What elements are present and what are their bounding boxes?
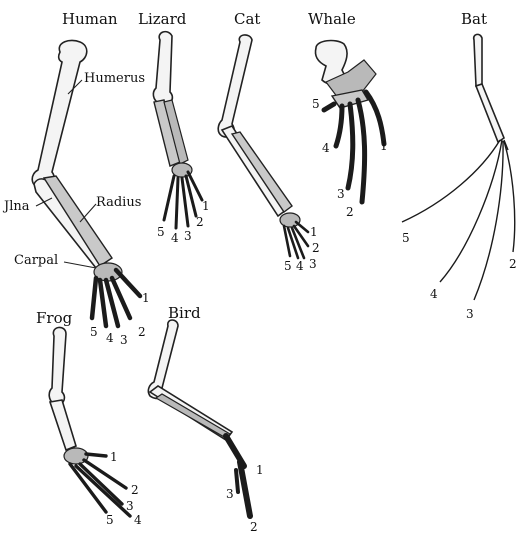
whale-digit-1: 1 — [380, 139, 388, 153]
lizard-digit-1: 1 — [202, 199, 210, 213]
human-humerus — [32, 40, 87, 188]
radius-leader — [80, 204, 96, 222]
lizard-humerus — [153, 32, 172, 105]
bat-digit-4: 4 — [430, 287, 438, 301]
whale-digits — [324, 92, 384, 202]
bird-digit-2: 2 — [250, 520, 258, 534]
label-radius: Radius — [96, 195, 141, 210]
label-carpal: Carpal — [14, 253, 58, 268]
frog-digit-2: 2 — [131, 483, 139, 497]
cat-digits — [284, 222, 308, 258]
title-lizard: Lizard — [138, 10, 187, 28]
bat-humerus — [474, 34, 482, 86]
cat-digit-2: 2 — [312, 241, 320, 255]
cat-digit-3: 3 — [309, 257, 317, 271]
cat-ulna — [222, 126, 286, 216]
frog-humerus — [49, 327, 66, 404]
whale-digit-5: 5 — [312, 97, 320, 111]
title-frog: Frog — [36, 309, 73, 327]
human-digit-4: 4 — [106, 331, 114, 345]
cat-digit-4: 4 — [296, 259, 304, 273]
human-digit-2: 2 — [138, 325, 146, 339]
frog-digit-3: 3 — [126, 499, 134, 513]
bat-wing-digits — [402, 140, 515, 300]
human-digit-3: 3 — [120, 333, 128, 347]
label-ulna: Jlna — [2, 199, 30, 214]
lizard-digit-5: 5 — [157, 225, 165, 239]
bat-digit-3: 3 — [466, 307, 474, 321]
cat-digit-1: 1 — [310, 225, 318, 239]
lizard-digit-4: 4 — [171, 231, 179, 245]
bird-humerus — [148, 320, 178, 398]
title-bird: Bird — [168, 304, 201, 322]
bird-digits — [226, 436, 250, 516]
frog-forelimb — [49, 327, 130, 516]
title-cat: Cat — [234, 10, 260, 28]
cat-humerus — [218, 35, 252, 137]
cat-forelimb — [218, 35, 308, 258]
bat-forelimb — [402, 34, 515, 300]
title-bat: Bat — [461, 10, 487, 28]
lizard-forelimb — [153, 32, 202, 228]
whale-digit-2: 2 — [346, 205, 354, 219]
bird-digit-3: 3 — [226, 487, 234, 501]
cat-radius — [232, 132, 292, 212]
cat-carpals — [280, 213, 300, 227]
bat-radius — [476, 84, 504, 142]
frog-radio-ulna — [50, 400, 76, 450]
title-whale: Whale — [308, 10, 356, 28]
frog-digit-5: 5 — [106, 513, 114, 527]
bird-radius — [156, 394, 230, 438]
frog-digit-4: 4 — [134, 513, 142, 527]
title-human: Human — [62, 10, 118, 28]
human-digit-5: 5 — [90, 325, 98, 339]
lizard-digit-2: 2 — [196, 215, 204, 229]
bat-digit-2: 2 — [509, 257, 517, 271]
bird-digit-1: 1 — [256, 463, 264, 477]
bird-forelimb — [148, 320, 250, 516]
whale-forelimb — [315, 41, 384, 202]
lizard-digit-3: 3 — [184, 229, 192, 243]
frog-digit-1: 1 — [110, 450, 118, 464]
frog-digits — [70, 454, 130, 516]
label-humerus: Humerus — [84, 71, 145, 86]
bat-digit-5: 5 — [402, 231, 410, 245]
cat-digit-5: 5 — [284, 259, 292, 273]
whale-digit-4: 4 — [322, 141, 330, 155]
whale-digit-3: 3 — [337, 187, 345, 201]
human-digit-1: 1 — [142, 291, 150, 305]
